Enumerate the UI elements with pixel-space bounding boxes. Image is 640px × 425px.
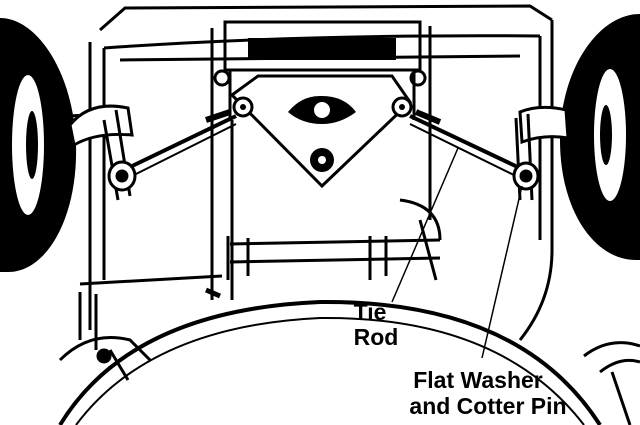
callout-labels: Tie Rod Flat Washer and Cotter Pin [354, 299, 567, 419]
right-lower-frame [583, 341, 640, 425]
right-wheel [535, 14, 640, 260]
leader-lines [391, 147, 523, 359]
steering-plate [229, 74, 413, 189]
washer-label-line1: Flat Washer [413, 367, 543, 393]
spindles [102, 109, 540, 201]
washer-leader [481, 185, 523, 359]
frame [88, 4, 554, 341]
left-wheel [0, 18, 111, 272]
tie-rod-leader [391, 147, 459, 303]
tie-rod-label-line1: Tie [354, 299, 387, 325]
auger-housing [58, 299, 602, 425]
tie-rod-label-line2: Rod [354, 324, 399, 350]
washer-label-line2: and Cotter Pin [409, 393, 566, 419]
lower-left-linkage [58, 274, 223, 381]
